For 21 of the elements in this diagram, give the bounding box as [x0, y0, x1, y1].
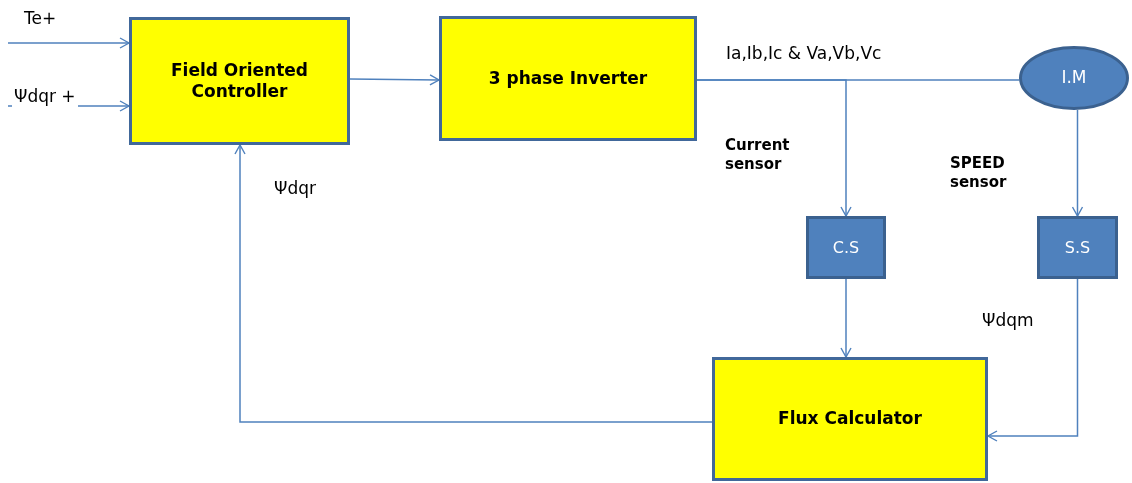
sensor-caption: SPEED sensor: [950, 154, 1008, 192]
inverter-block: [439, 16, 697, 141]
sensor-caption: Current sensor: [725, 136, 791, 174]
block-label: Flux Calculator: [777, 408, 923, 430]
controller-block: [129, 17, 350, 145]
flux-calculator-block: [712, 357, 988, 481]
connector-arrow: [349, 74, 440, 86]
current-sensor-block: [806, 216, 886, 279]
block-label: I.M: [1060, 67, 1088, 89]
connector-arrow: [7, 37, 130, 49]
block-label: C.S: [831, 237, 861, 258]
block-label: S.S: [1063, 237, 1092, 258]
connector-arrow: [234, 144, 713, 423]
block-label: Field Oriented Controller: [170, 59, 309, 103]
speed-sensor-block: [1037, 216, 1118, 279]
block-label: 3 phase Inverter: [487, 67, 649, 90]
connector-arrow: [840, 278, 852, 358]
motor-ellipse: [1019, 46, 1129, 110]
connector-arrow: [987, 278, 1079, 442]
connector-arrow: [696, 79, 852, 217]
connector-arrow: [1071, 109, 1084, 217]
